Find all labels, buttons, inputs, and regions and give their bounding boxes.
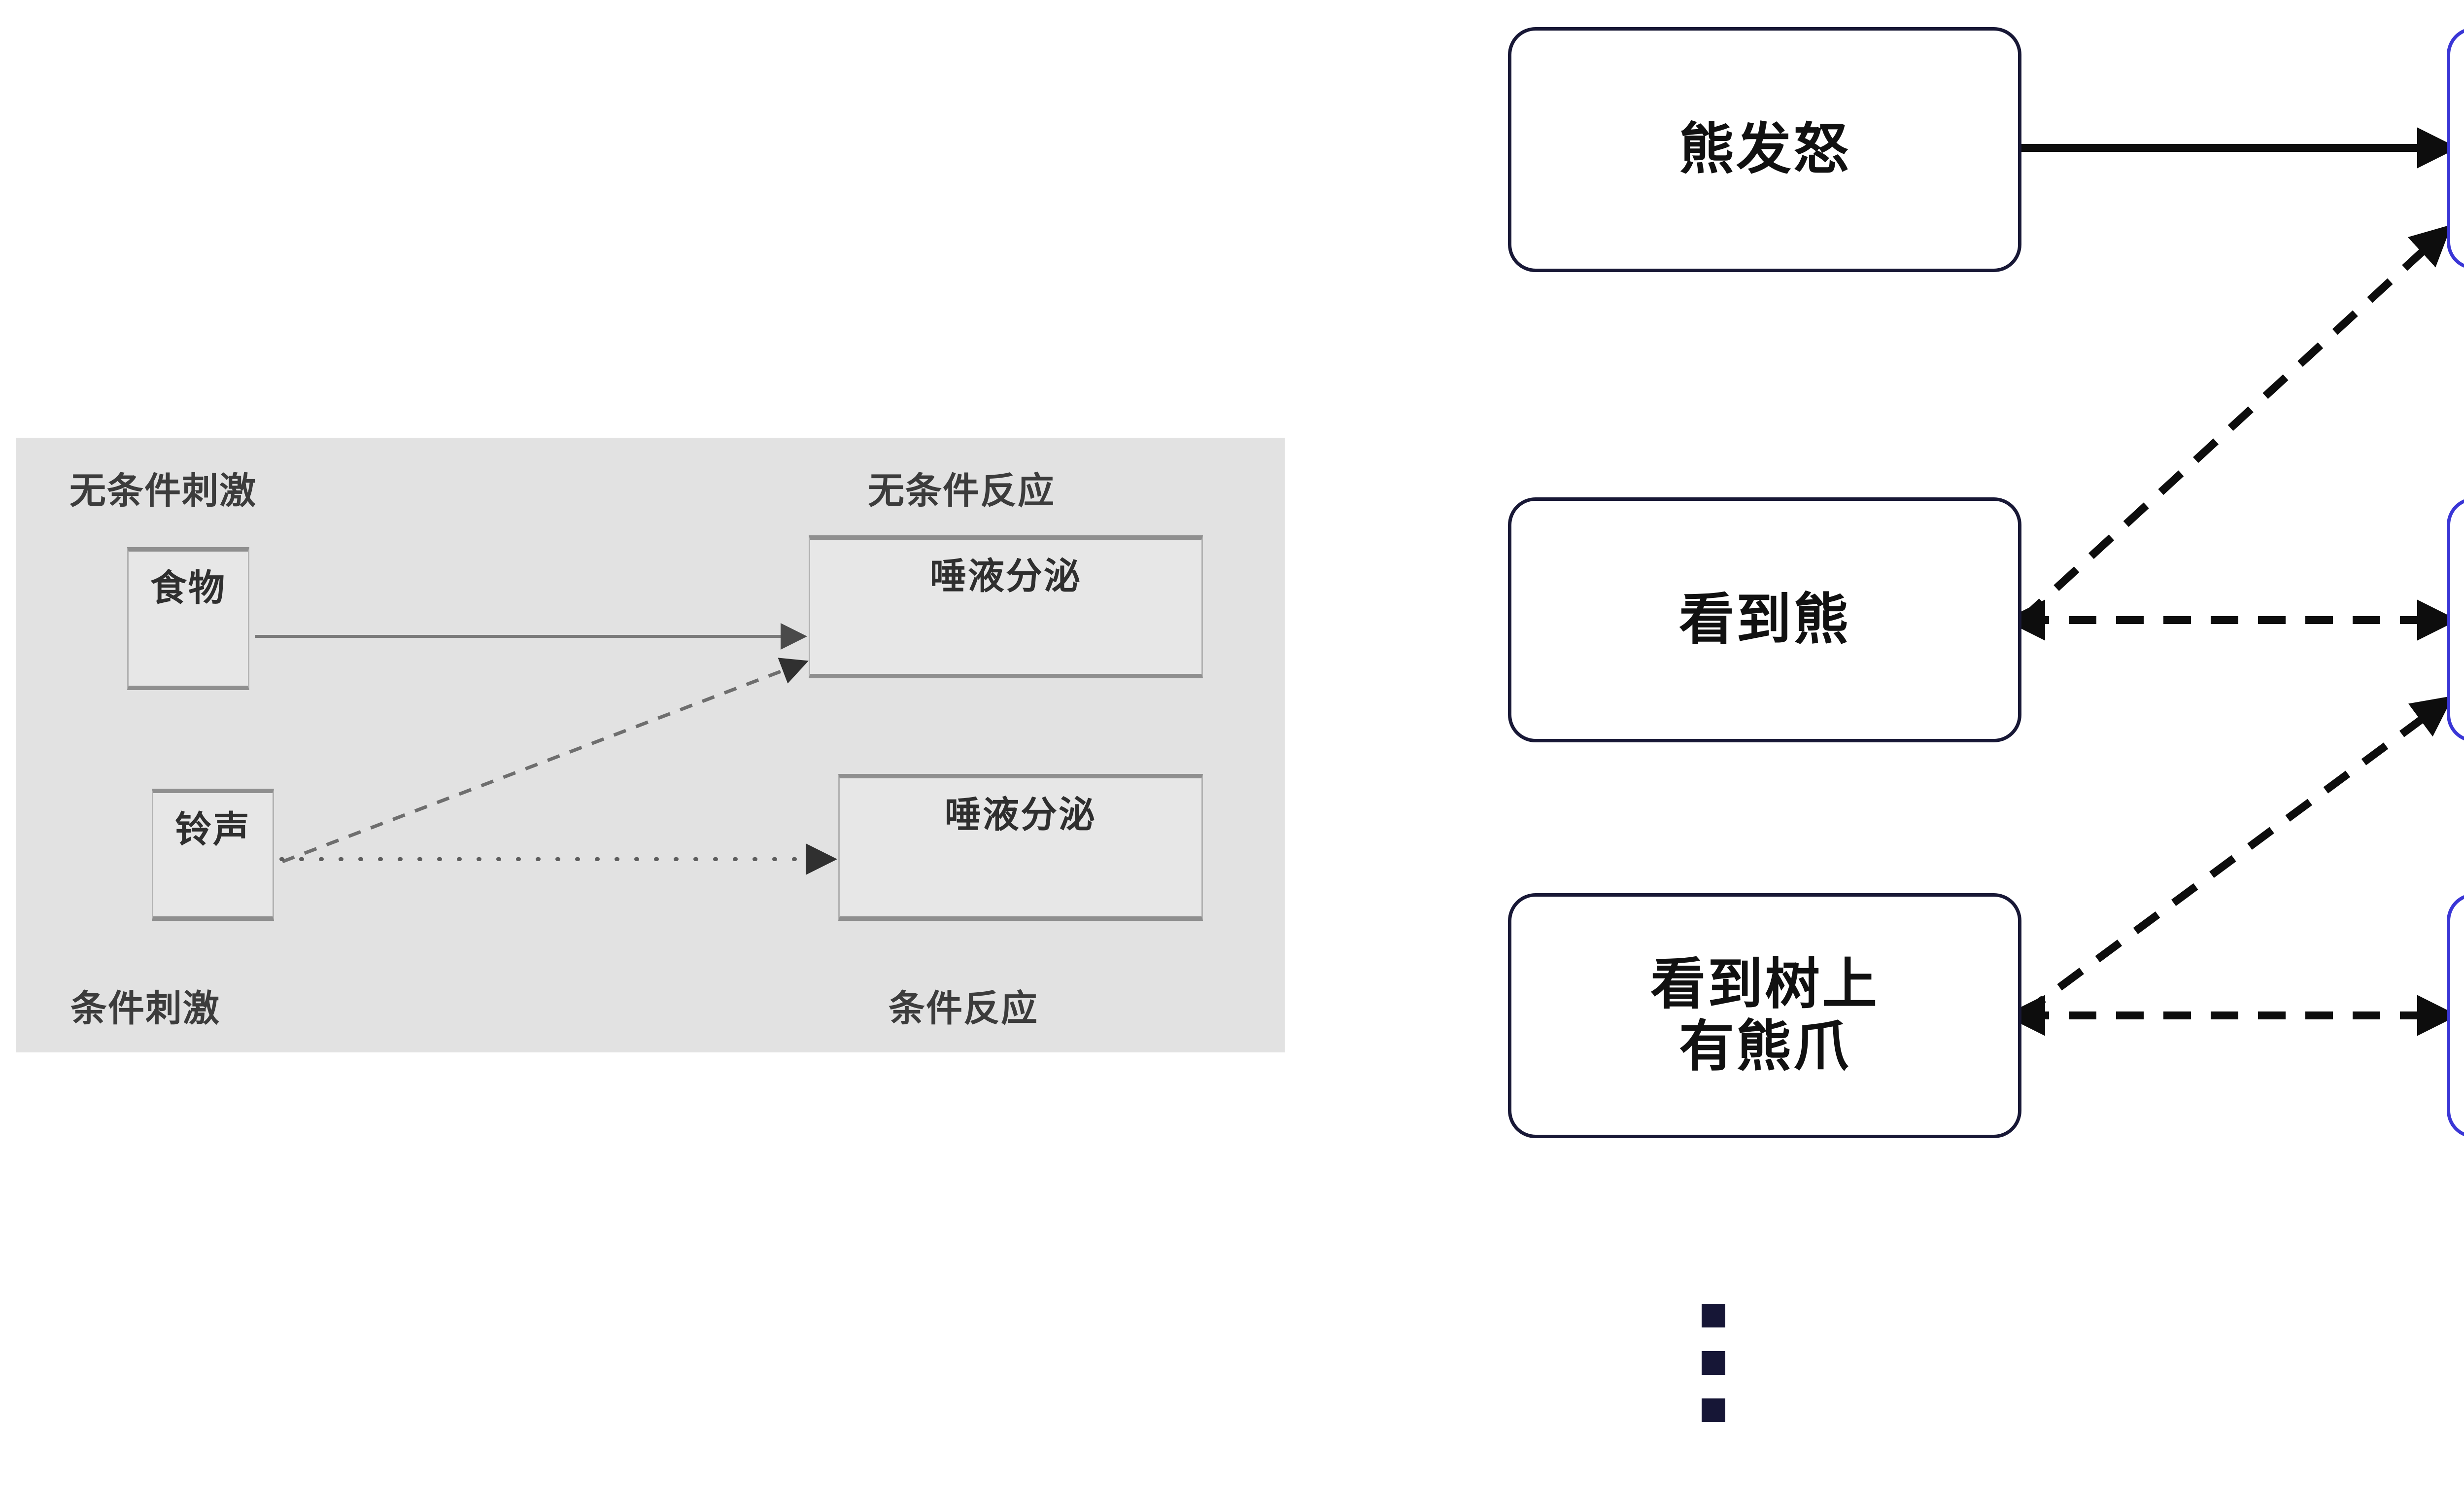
label-conditioned-stimulus: 条件刺激 xyxy=(70,988,220,1029)
rl-diagram: 熊发怒 看到熊 看到树上 有熊爪 奖励 V(s′) V(s) xyxy=(1454,0,2464,1499)
cc-box-bell: 铃声 xyxy=(152,789,274,921)
cc-box-salivation-bottom-label: 唾液分泌 xyxy=(945,794,1096,835)
label-conditioned-response: 条件反应 xyxy=(889,988,1038,1029)
rl-connections xyxy=(2004,127,2458,1036)
cc-box-salivation-top-label: 唾液分泌 xyxy=(930,556,1082,596)
left-column-ellipsis xyxy=(1702,1304,1725,1422)
label-unconditioned-response: 无条件反应 xyxy=(868,470,1055,511)
node-bear-angry-label: 熊发怒 xyxy=(1679,117,1850,181)
classical-conditioning-panel: 无条件刺激 无条件反应 条件刺激 条件反应 食物 铃声 唾液分泌 唾液分泌 xyxy=(16,438,1285,1052)
node-bear-angry[interactable]: 熊发怒 xyxy=(1508,27,2021,272)
arrow-see-claw-to-vsprime xyxy=(2019,696,2454,1019)
cc-arrows xyxy=(255,623,837,875)
node-see-bear-label: 看到熊 xyxy=(1679,587,1850,652)
node-see-claw-on-tree[interactable]: 看到树上 有熊爪 xyxy=(1508,893,2021,1138)
cc-box-salivation-bottom: 唾液分泌 xyxy=(838,774,1203,921)
label-unconditioned-stimulus: 无条件刺激 xyxy=(69,470,257,511)
cc-box-bell-label: 铃声 xyxy=(175,809,251,850)
cc-box-food: 食物 xyxy=(127,547,249,690)
cc-box-salivation-top: 唾液分泌 xyxy=(809,535,1203,678)
cc-arrow-bell-salivation-top xyxy=(281,658,809,864)
ellipsis-dot xyxy=(1702,1351,1725,1375)
node-see-claw-line2: 有熊爪 xyxy=(1679,1014,1850,1079)
node-see-claw-on-tree-label: 看到树上 有熊爪 xyxy=(1650,952,1879,1079)
node-see-bear[interactable]: 看到熊 xyxy=(1508,497,2021,742)
cc-box-food-label: 食物 xyxy=(150,567,226,608)
node-reward[interactable]: 奖励 xyxy=(2447,27,2464,270)
node-value-state[interactable]: V(s) xyxy=(2447,893,2464,1138)
ellipsis-dot xyxy=(1702,1304,1725,1327)
arrow-see-bear-to-reward xyxy=(2019,224,2452,623)
node-value-next-state[interactable]: V(s′) xyxy=(2447,497,2464,742)
ellipsis-dot xyxy=(1702,1398,1725,1422)
node-see-claw-line1: 看到树上 xyxy=(1650,952,1879,1017)
